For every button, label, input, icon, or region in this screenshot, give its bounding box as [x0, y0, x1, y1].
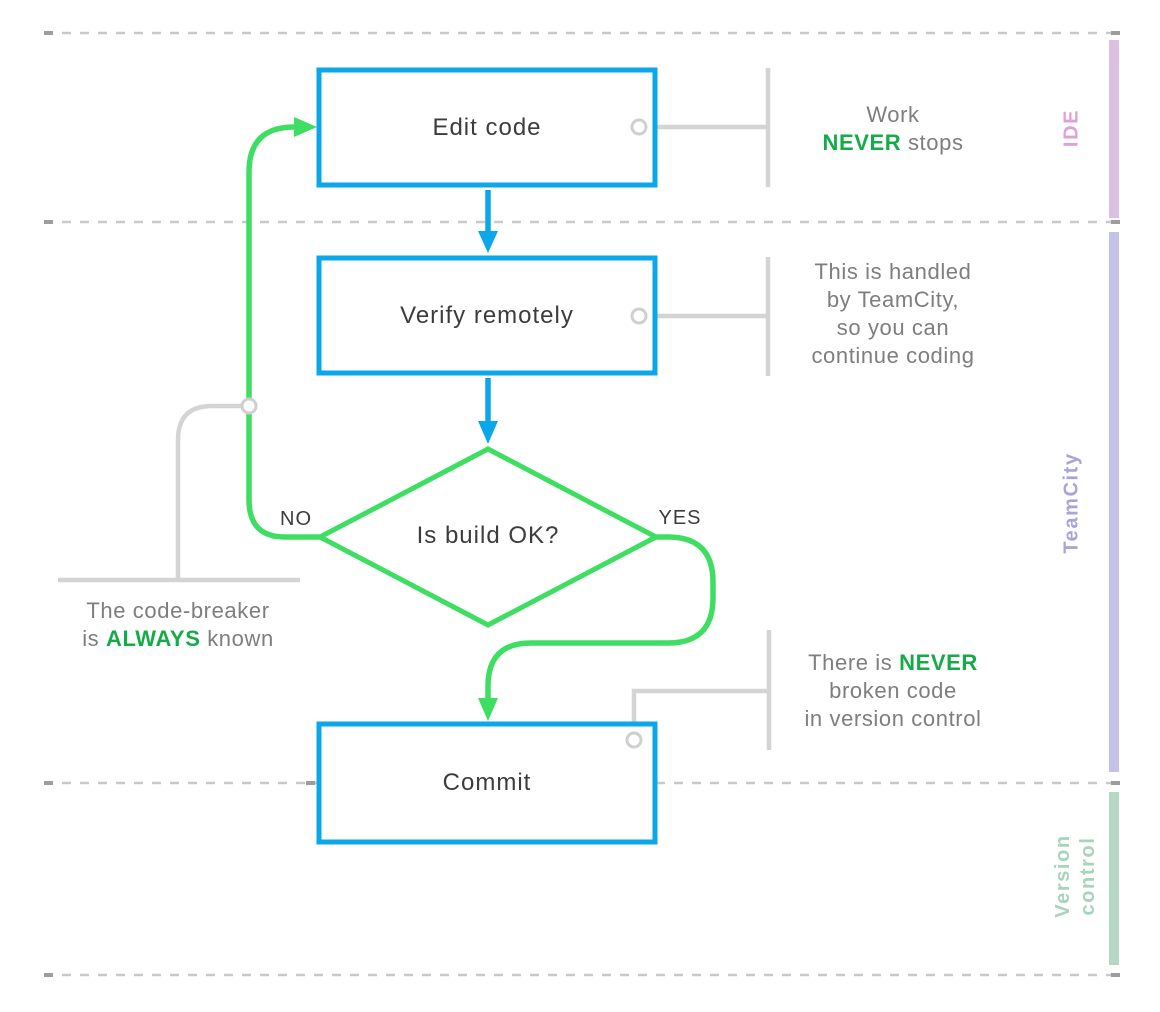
annotation-line: in version control: [804, 706, 982, 731]
annotation-line: NEVER stops: [822, 130, 964, 155]
no-loop-connector-line: [175, 403, 243, 578]
lane-separator-endcaps: [44, 31, 1120, 977]
annotation-connectors: [58, 68, 772, 750]
annotation-line: There is NEVER: [808, 650, 978, 675]
teamcity-lane-bar: [1109, 232, 1119, 772]
flow-arrows-blue: [478, 190, 498, 444]
annotation-line: continue coding: [811, 343, 975, 368]
lane-label-teamcity: TeamCity: [1060, 452, 1083, 554]
edit-code-node-label: Edit code: [432, 113, 542, 141]
lane-label-ide: IDE: [1060, 108, 1083, 148]
yes-branch-path: [478, 534, 716, 721]
decision-diamond: [314, 446, 662, 628]
annotation-never-broken-code: There is NEVER broken code in version co…: [762, 649, 1024, 733]
annotation-line: so you can: [836, 315, 950, 340]
verify-node-box: [316, 255, 658, 376]
ide-lane-bar: [1109, 40, 1119, 218]
connector-endpoints: [240, 118, 648, 749]
annotation-line: The code-breaker: [86, 598, 270, 623]
no-loop-connector-dot: [240, 397, 258, 415]
annotation-line: is ALWAYS known: [82, 626, 274, 651]
annotation-work-never-stops: Work NEVER stops: [762, 101, 1024, 157]
commit-node-label: Commit: [442, 769, 532, 796]
annotation-line: broken code: [829, 678, 957, 703]
annotation-line: by TeamCity,: [826, 287, 960, 312]
annotation-code-breaker: The code-breaker is ALWAYS known: [38, 597, 318, 653]
verify-node-label: Verify remotely: [400, 301, 574, 329]
annotation-line: This is handled: [814, 259, 972, 284]
branch-label-yes: YES: [658, 507, 702, 529]
commit-node-box: [316, 721, 658, 845]
edit-code-connector-dot: [630, 118, 648, 136]
no-branch-path: [246, 117, 322, 540]
commit-connector-dot: [625, 731, 643, 749]
yes-branch-arrowhead: [478, 698, 498, 721]
branch-label-no: NO: [280, 508, 312, 530]
no-branch-arrowhead: [294, 117, 317, 137]
decision-node-label: Is build OK?: [416, 522, 560, 549]
verify-to-decision-arrowhead: [478, 421, 498, 444]
version-control-lane-bar: [1109, 792, 1119, 965]
edit-to-verify-arrowhead: [478, 231, 498, 253]
commit-connector-line: [631, 688, 767, 733]
annotation-handled-by-teamcity: This is handled by TeamCity, so you can …: [762, 258, 1024, 370]
verify-connector-dot: [630, 307, 648, 325]
annotation-line: Work: [866, 102, 920, 127]
edit-code-node-box: [316, 67, 658, 188]
